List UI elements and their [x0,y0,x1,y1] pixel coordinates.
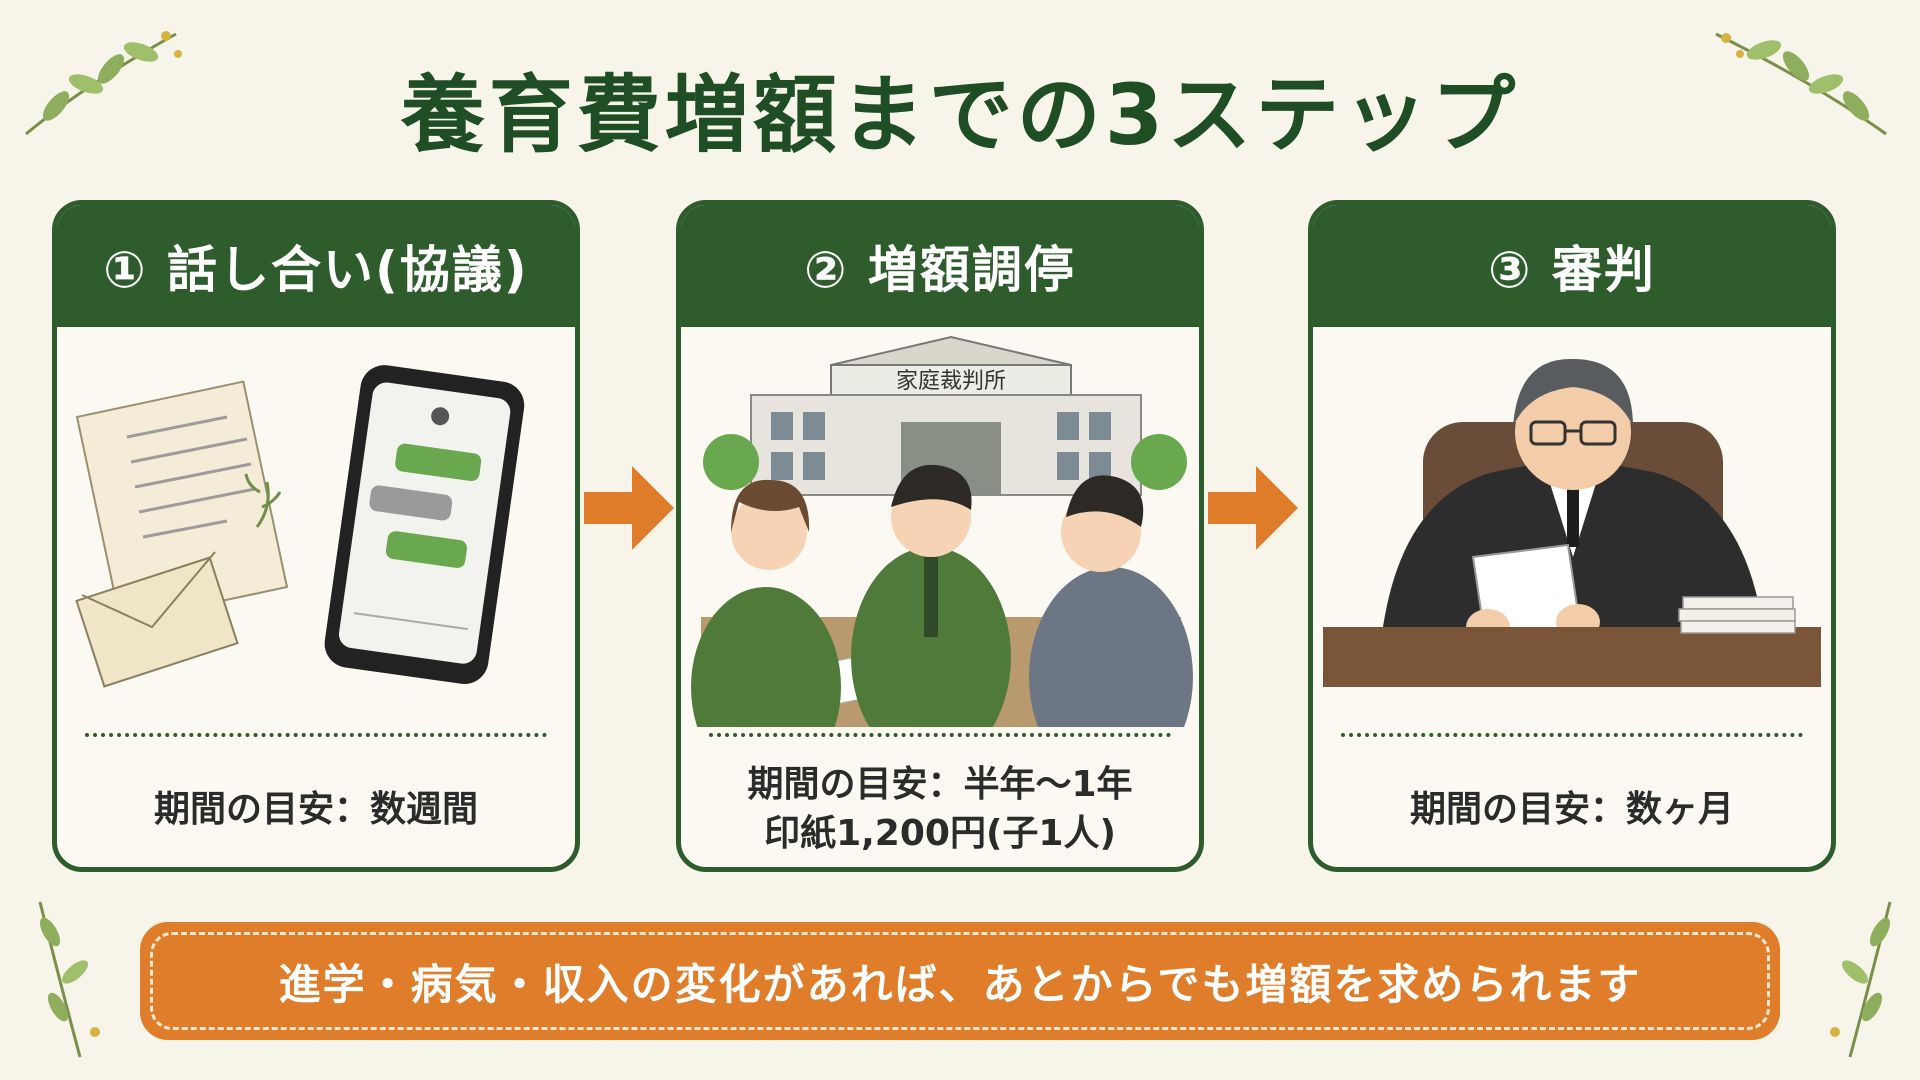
step-1-duration: 期間の目安：数週間 [153,788,478,830]
step-1-header: ① 話し合い(協議) [57,205,575,327]
divider [1341,733,1803,737]
step-2-footer: 期間の目安：半年〜1年 印紙1,200円(子1人) [681,755,1199,865]
courthouse-icon [750,335,1142,496]
step-3-header: ③ 審判 [1313,205,1831,327]
letter-icon [75,380,289,624]
divider [85,733,547,737]
mediation-meeting-icon [691,464,1193,727]
divider [709,733,1171,737]
page-title: 養育費増額までの3ステップ [400,66,1520,164]
leaf-sprig-icon [1830,901,1892,1058]
step-3-illustration [1323,358,1821,687]
step-2-header: ② 増額調停 [681,205,1199,327]
step-2-duration: 期間の目安：半年〜1年 [747,764,1133,806]
smartphone-chat-icon [324,365,525,684]
step-1-illustration [75,365,525,688]
leaf-sprig-icon [25,31,182,136]
envelope-icon [75,551,239,688]
step-card-1: ① 話し合い(協議) 期 [52,200,580,872]
step-3-footer: 期間の目安：数ヶ月 [1313,755,1831,865]
bottom-banner: 進学・病気・収入の変化があれば、あとからでも増額を求められます [140,922,1780,1040]
step-2-fee: 印紙1,200円(子1人) [764,813,1116,854]
arrow-right-icon [584,466,674,550]
step-2-illustration: 家庭裁判所 [691,335,1193,727]
courthouse-sign: 家庭裁判所 [896,369,1006,394]
leaf-sprig-icon [38,901,100,1058]
step-3-duration: 期間の目安：数ヶ月 [1409,788,1734,830]
banner-text: 進学・病気・収入の変化があれば、あとからでも増額を求められます [150,932,1770,1030]
judge-icon [1383,358,1763,659]
arrow-right-icon [1208,466,1298,550]
step-1-footer: 期間の目安：数週間 [57,755,575,865]
leaf-sprig-icon [1715,32,1887,136]
step-card-2: ② 増額調停 家庭裁判所 期 [676,200,1204,872]
step-card-3: ③ 審判 期間の目安：数ヶ月 [1308,200,1836,872]
